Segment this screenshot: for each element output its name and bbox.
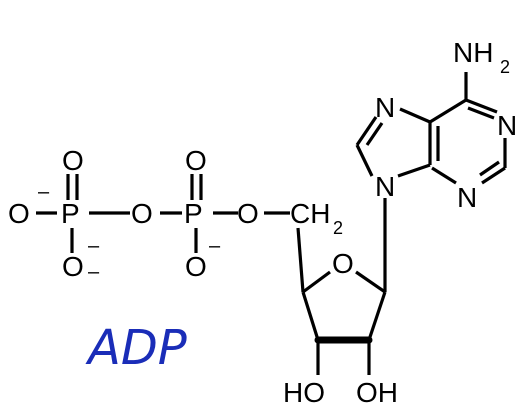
- atom-ho-left: HO: [283, 377, 325, 408]
- atom-n9: N: [375, 171, 395, 202]
- bond-c2-n3: [481, 166, 506, 185]
- charge-labels: – – – –: [38, 181, 221, 283]
- atom-o-left: O: [8, 198, 30, 229]
- atom-n1: N: [497, 110, 517, 141]
- bond-o-c1: [355, 270, 386, 294]
- bond-c6-n1: [465, 98, 498, 114]
- adenine-bonds: [355, 72, 507, 185]
- ribose-bonds: [296, 198, 387, 375]
- atom-p2: P: [184, 198, 203, 229]
- bond-c6-n1-double: [467, 106, 495, 120]
- bond-c2-n3-double: [479, 160, 500, 177]
- bond-n9-c8: [355, 144, 374, 177]
- charge-o-bottom2: –: [209, 235, 221, 257]
- charge-o-left: –: [38, 181, 50, 203]
- bond-c1-c2: [367, 291, 387, 341]
- charge-o-bottom1-b: –: [88, 261, 100, 283]
- atom-p1: P: [61, 198, 80, 229]
- atom-ch2-subscript: 2: [333, 218, 343, 238]
- atom-o-top1: O: [62, 145, 84, 176]
- molecule-name-label: ADP: [85, 320, 187, 376]
- atom-o-bridge2: O: [237, 198, 259, 229]
- atom-ring-o: O: [332, 248, 354, 279]
- atom-nh2: NH: [453, 37, 493, 68]
- bond-c4-o: [302, 270, 331, 294]
- phosphate-chain-bonds: [36, 174, 290, 253]
- bond-ch2-c4: [296, 227, 305, 293]
- bond-c8-n7: [355, 116, 378, 146]
- atom-ch2: CH: [290, 198, 330, 229]
- atom-oh-right: OH: [356, 377, 398, 408]
- atom-n7: N: [375, 92, 395, 123]
- atom-o-bottom2: O: [185, 251, 207, 282]
- bond-c5-c6: [429, 98, 467, 124]
- atom-n3: N: [457, 182, 477, 213]
- charge-o-bottom1: –: [88, 235, 100, 257]
- atom-o-bottom1: O: [62, 251, 84, 282]
- bond-n3-c4: [431, 166, 457, 185]
- bond-c4-c3: [301, 291, 320, 341]
- bond-c8-n7-double: [365, 122, 384, 146]
- atom-nh2-subscript: 2: [500, 57, 510, 77]
- atom-o-top2: O: [185, 145, 207, 176]
- bond-n7-c5: [399, 107, 431, 124]
- atom-o-bridge1: O: [131, 198, 153, 229]
- bond-n9-c4: [397, 163, 431, 178]
- atom-labels: O P O P O O O O O CH 2 O HO OH N N N N N…: [8, 37, 517, 408]
